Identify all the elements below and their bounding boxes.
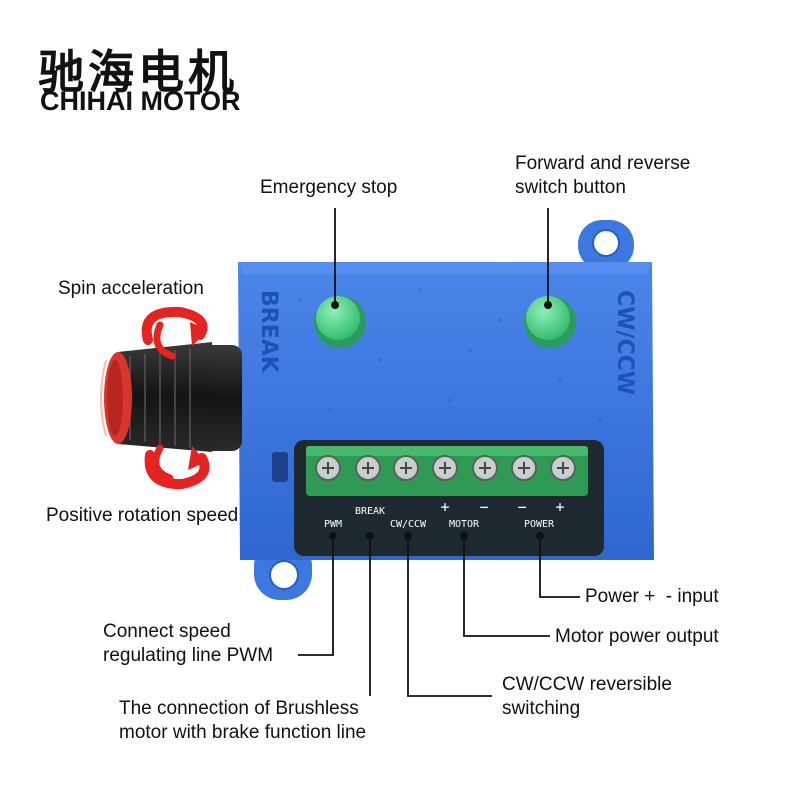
pcb-label-power-minus: − bbox=[517, 498, 526, 516]
pcb-label-pwm: PWM bbox=[324, 519, 342, 530]
label-cw-ccw-1: CW/CCW reversible bbox=[502, 674, 672, 695]
forward-reverse-button[interactable] bbox=[524, 296, 576, 348]
pcb-label-power-plus: + bbox=[555, 498, 564, 516]
leader-pwm bbox=[298, 536, 334, 656]
acceleration-arrow-icon bbox=[141, 306, 208, 360]
speed-knob[interactable] bbox=[100, 342, 242, 452]
pcb-label-motor-minus: − bbox=[479, 498, 488, 516]
pcb-label-power: POWER bbox=[524, 519, 555, 530]
emergency-stop-button[interactable] bbox=[314, 296, 366, 348]
label-brake-line-2: motor with brake function line bbox=[119, 722, 367, 743]
label-pwm-line-1: Connect speed bbox=[103, 621, 231, 642]
side-label-break: BREAK bbox=[256, 290, 281, 374]
label-forward-reverse-1: Forward and reverse bbox=[515, 153, 691, 174]
terminal-screw bbox=[511, 455, 537, 481]
side-label-cw-ccw: CW/CCW bbox=[612, 290, 637, 395]
terminal-screw bbox=[315, 455, 341, 481]
terminal-screw bbox=[472, 455, 498, 481]
brand-name-en: CHIHAI MOTOR bbox=[40, 86, 241, 116]
leader-power bbox=[539, 536, 580, 598]
label-motor-output: Motor power output bbox=[555, 626, 719, 647]
terminal-screw bbox=[432, 455, 458, 481]
leader-motor bbox=[463, 536, 550, 637]
pcb-label-motor-plus: + bbox=[440, 498, 449, 516]
pcb-label-break: BREAK bbox=[355, 506, 385, 517]
label-cw-ccw-2: switching bbox=[502, 698, 581, 719]
pcb-label-motor: MOTOR bbox=[449, 519, 480, 530]
terminal-screw bbox=[550, 455, 576, 481]
terminal-screws bbox=[315, 455, 576, 481]
label-emergency-stop: Emergency stop bbox=[260, 177, 398, 198]
label-forward-reverse-2: switch button bbox=[515, 177, 626, 198]
leader-lines bbox=[298, 208, 580, 697]
label-pwm-line-2: regulating line PWM bbox=[103, 645, 274, 666]
positive-rotation-arrow-icon bbox=[144, 444, 210, 490]
terminal-screw bbox=[355, 455, 381, 481]
label-spin-acceleration: Spin acceleration bbox=[58, 278, 204, 299]
brand-name-cn: 驰海电机 bbox=[38, 45, 238, 99]
side-slot bbox=[272, 452, 288, 482]
mounting-tab-top-right bbox=[578, 220, 634, 270]
leader-cw-ccw bbox=[407, 536, 492, 697]
pcb-label-cw-ccw: CW/CCW bbox=[390, 519, 427, 530]
leader-dots bbox=[329, 301, 552, 540]
terminal-screw bbox=[393, 455, 419, 481]
label-positive-rotation: Positive rotation speed bbox=[46, 505, 239, 526]
label-brake-line-1: The connection of Brushless bbox=[119, 698, 359, 719]
label-power-input: Power + - input bbox=[585, 586, 719, 607]
